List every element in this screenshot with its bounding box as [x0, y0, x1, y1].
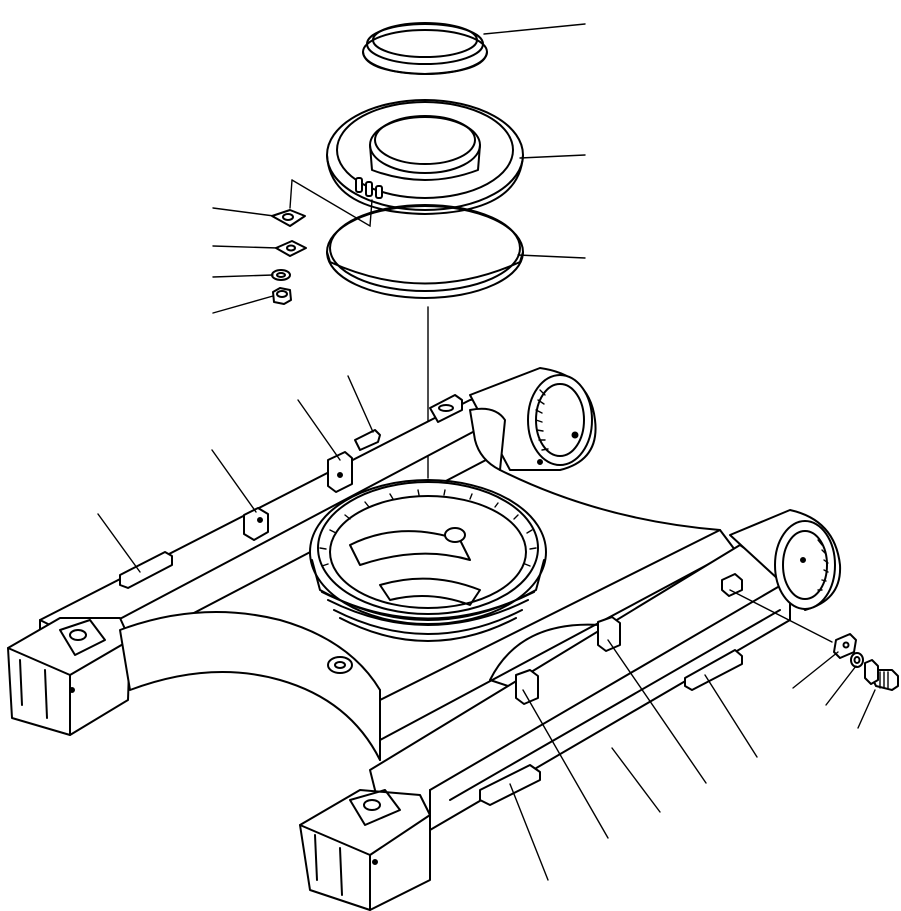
plate [272, 210, 305, 226]
bolt [865, 660, 898, 690]
nut [273, 288, 291, 304]
left-side-frame [120, 395, 505, 588]
swing-bearing-cover [327, 100, 523, 214]
track-frame [8, 368, 840, 910]
gasket [276, 241, 306, 256]
washer [272, 270, 290, 280]
lock-washer [851, 653, 863, 667]
leader-lines [98, 24, 875, 880]
guard-bracket [834, 634, 856, 658]
upper-seal-ring [363, 23, 487, 74]
lower-seal-ring [327, 205, 523, 298]
center-swing-circle [310, 480, 546, 641]
